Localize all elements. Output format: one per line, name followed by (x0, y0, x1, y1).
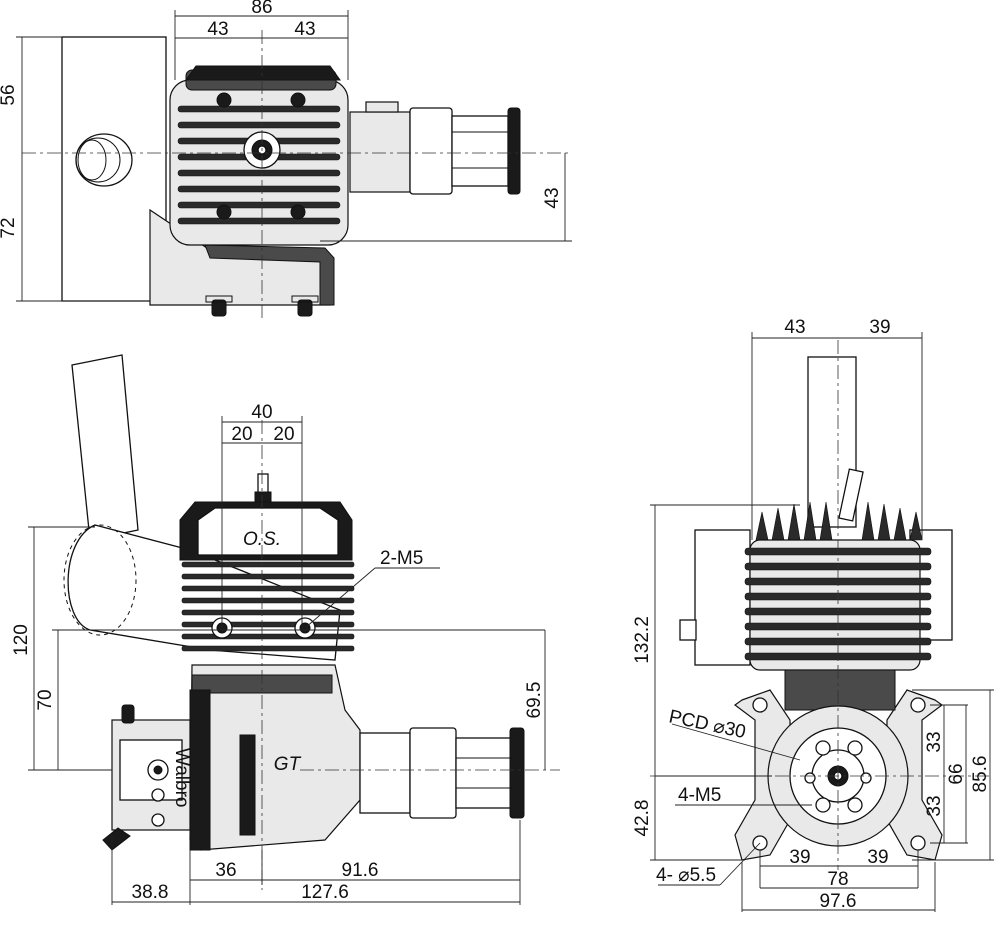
exhaust-pipe (71, 354, 139, 541)
side-view: O.S. GT Wal (11, 354, 560, 905)
dim-20-right: 20 (273, 424, 294, 445)
muffler-outlet (75, 133, 133, 187)
dim-33-lower: 33 (924, 795, 945, 816)
head-fins-top (177, 105, 341, 225)
dim-86: 86 (251, 0, 272, 18)
label-2-m5: 2-M5 (380, 548, 423, 569)
muffler-rear (694, 529, 751, 666)
dim-43-carb: 43 (542, 187, 563, 208)
dim-132-2: 132.2 (632, 616, 653, 664)
dim-56: 56 (0, 84, 19, 105)
dim-39-bottom-left: 39 (789, 847, 810, 868)
dim-38-8: 38.8 (132, 882, 169, 903)
label-4-m5: 4-M5 (678, 785, 721, 806)
dim-120: 120 (11, 624, 32, 656)
rear-view: 43 39 132.2 42.8 PCD ⌀30 4-M5 33 33 66 8… (632, 317, 994, 912)
top-view: 86 43 43 56 72 43 (0, 0, 572, 318)
prop-hub-side (509, 727, 525, 819)
dim-70: 70 (35, 689, 56, 710)
dim-97-6: 97.6 (820, 891, 857, 912)
dim-69-5: 69.5 (524, 682, 545, 719)
dim-72: 72 (0, 217, 19, 238)
dim-39-rear: 39 (869, 317, 890, 338)
dim-66: 66 (946, 763, 967, 784)
dim-42-8: 42.8 (632, 800, 653, 837)
dim-85-6: 85.6 (970, 756, 991, 793)
label-pcd: PCD ⌀30 (667, 706, 748, 743)
dim-43-rear: 43 (784, 317, 805, 338)
carb-body-top (349, 111, 411, 193)
rear-spikes (755, 501, 923, 541)
dim-78: 78 (827, 869, 848, 890)
label-4-holes: 4- ⌀5.5 (656, 865, 716, 886)
dim-127-6: 127.6 (301, 882, 349, 903)
cylinder-rear (749, 539, 921, 671)
dim-91-6: 91.6 (342, 860, 379, 881)
dim-33-upper: 33 (924, 731, 945, 752)
model-badge: GT (274, 754, 302, 775)
carb-brand: Walbro (171, 748, 192, 807)
dim-43-right: 43 (294, 19, 315, 40)
dim-20-left: 20 (231, 424, 252, 445)
dim-36: 36 (215, 860, 236, 881)
dim-39-bottom-right: 39 (867, 847, 888, 868)
spark-plug-rear (838, 468, 864, 522)
dim-43-left: 43 (207, 19, 228, 40)
prop-hub-top (507, 107, 521, 195)
dim-40: 40 (251, 402, 272, 423)
